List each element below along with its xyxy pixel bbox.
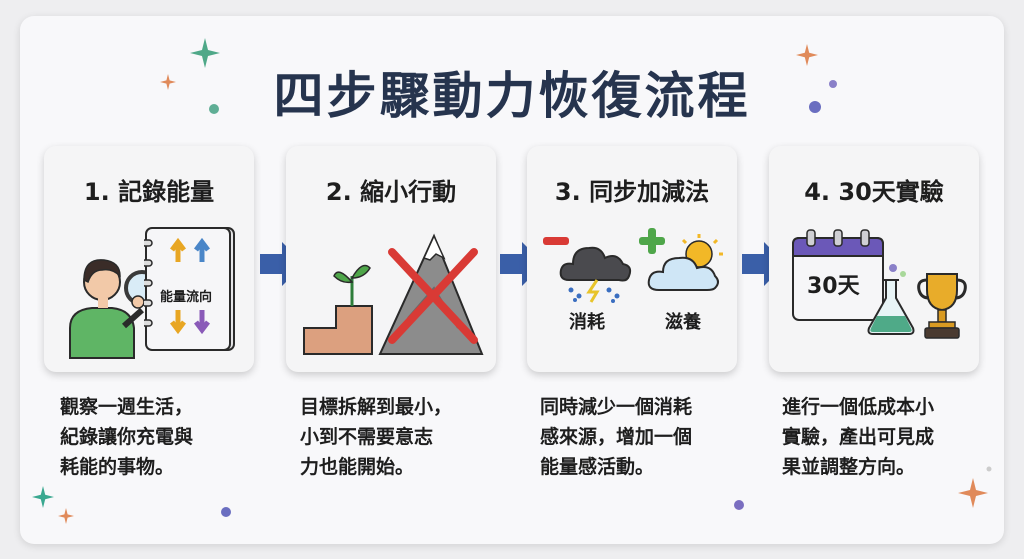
dot-icon xyxy=(809,101,821,113)
step-title: 3. 同步加減法 xyxy=(554,178,710,206)
page-title: 四步驟動力恢復流程 xyxy=(273,67,751,125)
step-illustration: 能量流向 xyxy=(44,218,254,368)
step-card-2: 2. 縮小行動 xyxy=(286,146,496,372)
step-title: 1. 記錄能量 xyxy=(83,178,215,206)
plus-label: 滋養 xyxy=(665,312,701,333)
step-title: 4. 30天實驗 xyxy=(804,178,944,206)
sparkle-icon xyxy=(160,74,176,90)
minus-label: 消耗 xyxy=(569,312,605,333)
dot-icon xyxy=(829,80,837,88)
step-description: 同時減少一個消耗 感來源，增加一個 能量感活動。 xyxy=(540,396,693,478)
crossed-mountain-icon xyxy=(378,233,484,355)
calendar-label: 30天 xyxy=(807,274,860,299)
sunny-cloud-icon xyxy=(647,234,723,291)
step-card-3: 3. 同步加減法 消耗 滋養 xyxy=(527,146,737,372)
stairs-sprout-icon xyxy=(303,264,373,355)
person-with-magnifier-icon xyxy=(69,259,160,359)
step-illustration: 消耗 滋養 xyxy=(527,218,737,368)
energy-journal-icon xyxy=(144,227,235,351)
step-illustration xyxy=(286,218,496,368)
step-description: 進行一個低成本小 實驗，產出可見成 果並調整方向。 xyxy=(782,396,935,478)
flask-icon xyxy=(867,264,915,335)
sparkle-icon xyxy=(190,38,220,68)
dot-icon xyxy=(986,466,992,472)
step-title: 2. 縮小行動 xyxy=(325,178,457,206)
step-card-1: 1. 記錄能量 能量流向 xyxy=(44,146,254,372)
calendar-icon xyxy=(792,229,884,321)
journal-label: 能量流向 xyxy=(160,290,213,305)
sparkle-icon xyxy=(58,508,74,524)
sparkle-icon xyxy=(32,486,54,508)
step-card-4: 4. 30天實驗 30天 xyxy=(769,146,979,372)
plus-icon xyxy=(639,228,665,254)
step-description: 目標拆解到最小， 小到不需要意志 力也能開始。 xyxy=(300,396,453,478)
sparkle-icon xyxy=(958,478,988,508)
dot-icon xyxy=(734,500,744,510)
dot-icon xyxy=(209,104,219,114)
trophy-icon xyxy=(917,273,967,339)
storm-cloud-icon xyxy=(559,246,632,303)
step-description: 觀察一週生活， 紀錄讓你充電與 耗能的事物。 xyxy=(60,396,194,478)
dot-icon xyxy=(221,507,231,517)
minus-icon xyxy=(543,237,569,245)
sparkle-icon xyxy=(796,44,818,66)
step-illustration: 30天 xyxy=(769,218,979,368)
